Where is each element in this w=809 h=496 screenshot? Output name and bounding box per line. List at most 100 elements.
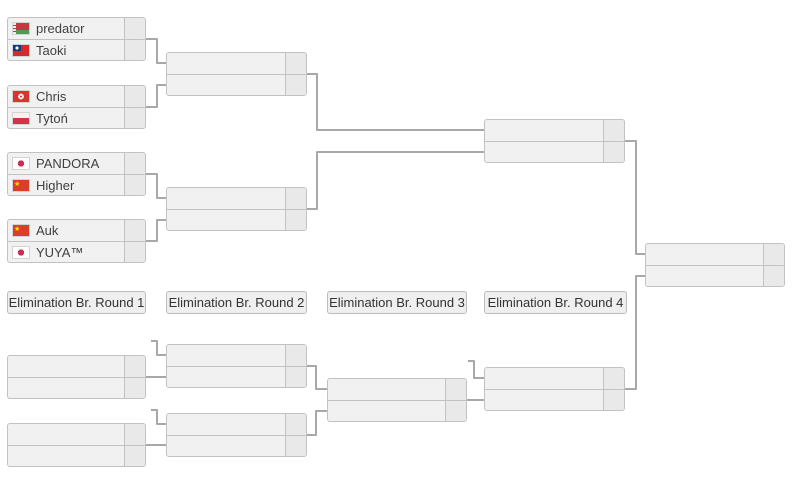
empty-player-slot[interactable] (167, 209, 306, 230)
connector-upper-r1m2 (146, 84, 166, 108)
player-slot[interactable]: YUYA™ (8, 241, 145, 262)
empty-player-slot[interactable] (328, 379, 466, 400)
player-name: predator (36, 21, 85, 36)
score-cell (124, 18, 145, 39)
score-cell (285, 75, 306, 95)
score-cell (285, 414, 306, 435)
score-cell (285, 210, 306, 230)
empty-player-slot[interactable] (646, 265, 784, 286)
empty-player-slot[interactable] (485, 120, 624, 141)
score-cell (124, 86, 145, 107)
empty-player-slot[interactable] (485, 368, 624, 389)
score-cell (124, 175, 145, 195)
empty-player-slot[interactable] (167, 435, 306, 456)
round-label-1[interactable]: Elimination Br. Round 1 (7, 291, 146, 314)
player-name: Auk (36, 223, 59, 238)
score-cell (124, 424, 145, 445)
match-upper-r1-2[interactable]: Chris Tytoń (7, 85, 146, 129)
empty-player-slot[interactable] (167, 414, 306, 435)
match-upper-r3[interactable] (484, 119, 625, 163)
empty-player-slot[interactable] (167, 188, 306, 209)
score-cell (124, 378, 145, 398)
country-flag-icon (13, 44, 29, 56)
match-upper-r1-3[interactable]: PANDORA Higher (7, 152, 146, 196)
country-flag-icon (13, 23, 29, 34)
player-slot[interactable]: Chris (8, 86, 145, 107)
player-name: YUYA™ (36, 244, 84, 260)
score-cell (285, 188, 306, 209)
match-upper-r1-4[interactable]: Auk YUYA™ (7, 219, 146, 263)
player-name: Chris (36, 89, 67, 104)
player-slot[interactable]: predator (8, 18, 145, 39)
match-grand-final[interactable] (645, 243, 785, 287)
match-lower-r1-2[interactable] (7, 423, 146, 467)
connector-upper-r1m1 (146, 38, 166, 64)
empty-player-slot[interactable] (167, 74, 306, 95)
match-upper-r2-2[interactable] (166, 187, 307, 231)
empty-player-slot[interactable] (485, 141, 624, 162)
country-flag-icon (13, 225, 29, 236)
empty-player-slot[interactable] (167, 366, 306, 387)
connector-upper-r2m1 (307, 73, 484, 131)
player-name: Higher (36, 177, 75, 193)
score-cell (124, 153, 145, 174)
empty-player-slot[interactable] (328, 400, 466, 421)
country-flag-icon (13, 179, 29, 191)
player-slot[interactable]: Higher (8, 174, 145, 195)
round-label-4[interactable]: Elimination Br. Round 4 (484, 291, 627, 314)
player-slot[interactable]: Auk (8, 220, 145, 241)
round-label-3[interactable]: Elimination Br. Round 3 (327, 291, 467, 314)
score-cell (124, 446, 145, 466)
empty-player-slot[interactable] (485, 389, 624, 410)
score-cell (763, 266, 784, 286)
connector-loser-drop-hook-2 (151, 409, 166, 425)
score-cell (124, 220, 145, 241)
empty-player-slot[interactable] (167, 53, 306, 74)
player-slot[interactable]: Tytoń (8, 107, 145, 128)
round-label-2[interactable]: Elimination Br. Round 2 (166, 291, 307, 314)
score-cell (285, 436, 306, 456)
match-upper-r1-1[interactable]: predator Taoki (7, 17, 146, 61)
country-flag-icon (13, 91, 29, 102)
connector-upper-r3-to-final (625, 140, 645, 255)
country-flag-icon (13, 246, 29, 258)
connector-upper-r1m4 (146, 219, 166, 242)
player-name: Tytoń (36, 110, 68, 126)
score-cell (445, 401, 466, 421)
score-cell (603, 368, 624, 389)
country-flag-icon (13, 158, 29, 169)
connector-upper-r1m3 (146, 173, 166, 199)
player-name: Taoki (36, 42, 67, 58)
empty-player-slot[interactable] (167, 345, 306, 366)
score-cell (763, 244, 784, 265)
connector-lower-r4-to-final (625, 275, 645, 390)
connector-loser-drop-hook-1 (151, 340, 166, 356)
empty-player-slot[interactable] (8, 356, 145, 377)
empty-player-slot[interactable] (8, 424, 145, 445)
empty-player-slot[interactable] (646, 244, 784, 265)
empty-player-slot[interactable] (8, 445, 145, 466)
connector-upper-r2m2 (307, 151, 484, 210)
match-lower-r2-2[interactable] (166, 413, 307, 457)
player-slot[interactable]: PANDORA (8, 153, 145, 174)
score-cell (603, 142, 624, 162)
score-cell (603, 120, 624, 141)
score-cell (124, 108, 145, 128)
match-lower-r3[interactable] (327, 378, 467, 422)
connector-lower-r2m2 (307, 410, 327, 436)
score-cell (285, 345, 306, 366)
empty-player-slot[interactable] (8, 377, 145, 398)
score-cell (124, 356, 145, 377)
score-cell (445, 379, 466, 400)
player-slot[interactable]: Taoki (8, 39, 145, 60)
score-cell (603, 390, 624, 410)
score-cell (285, 53, 306, 74)
score-cell (124, 242, 145, 262)
connector-loser-drop-hook-3 (468, 360, 484, 379)
match-lower-r4[interactable] (484, 367, 625, 411)
connector-lower-r2m1 (307, 365, 327, 390)
match-lower-r2-1[interactable] (166, 344, 307, 388)
match-lower-r1-1[interactable] (7, 355, 146, 399)
match-upper-r2-1[interactable] (166, 52, 307, 96)
